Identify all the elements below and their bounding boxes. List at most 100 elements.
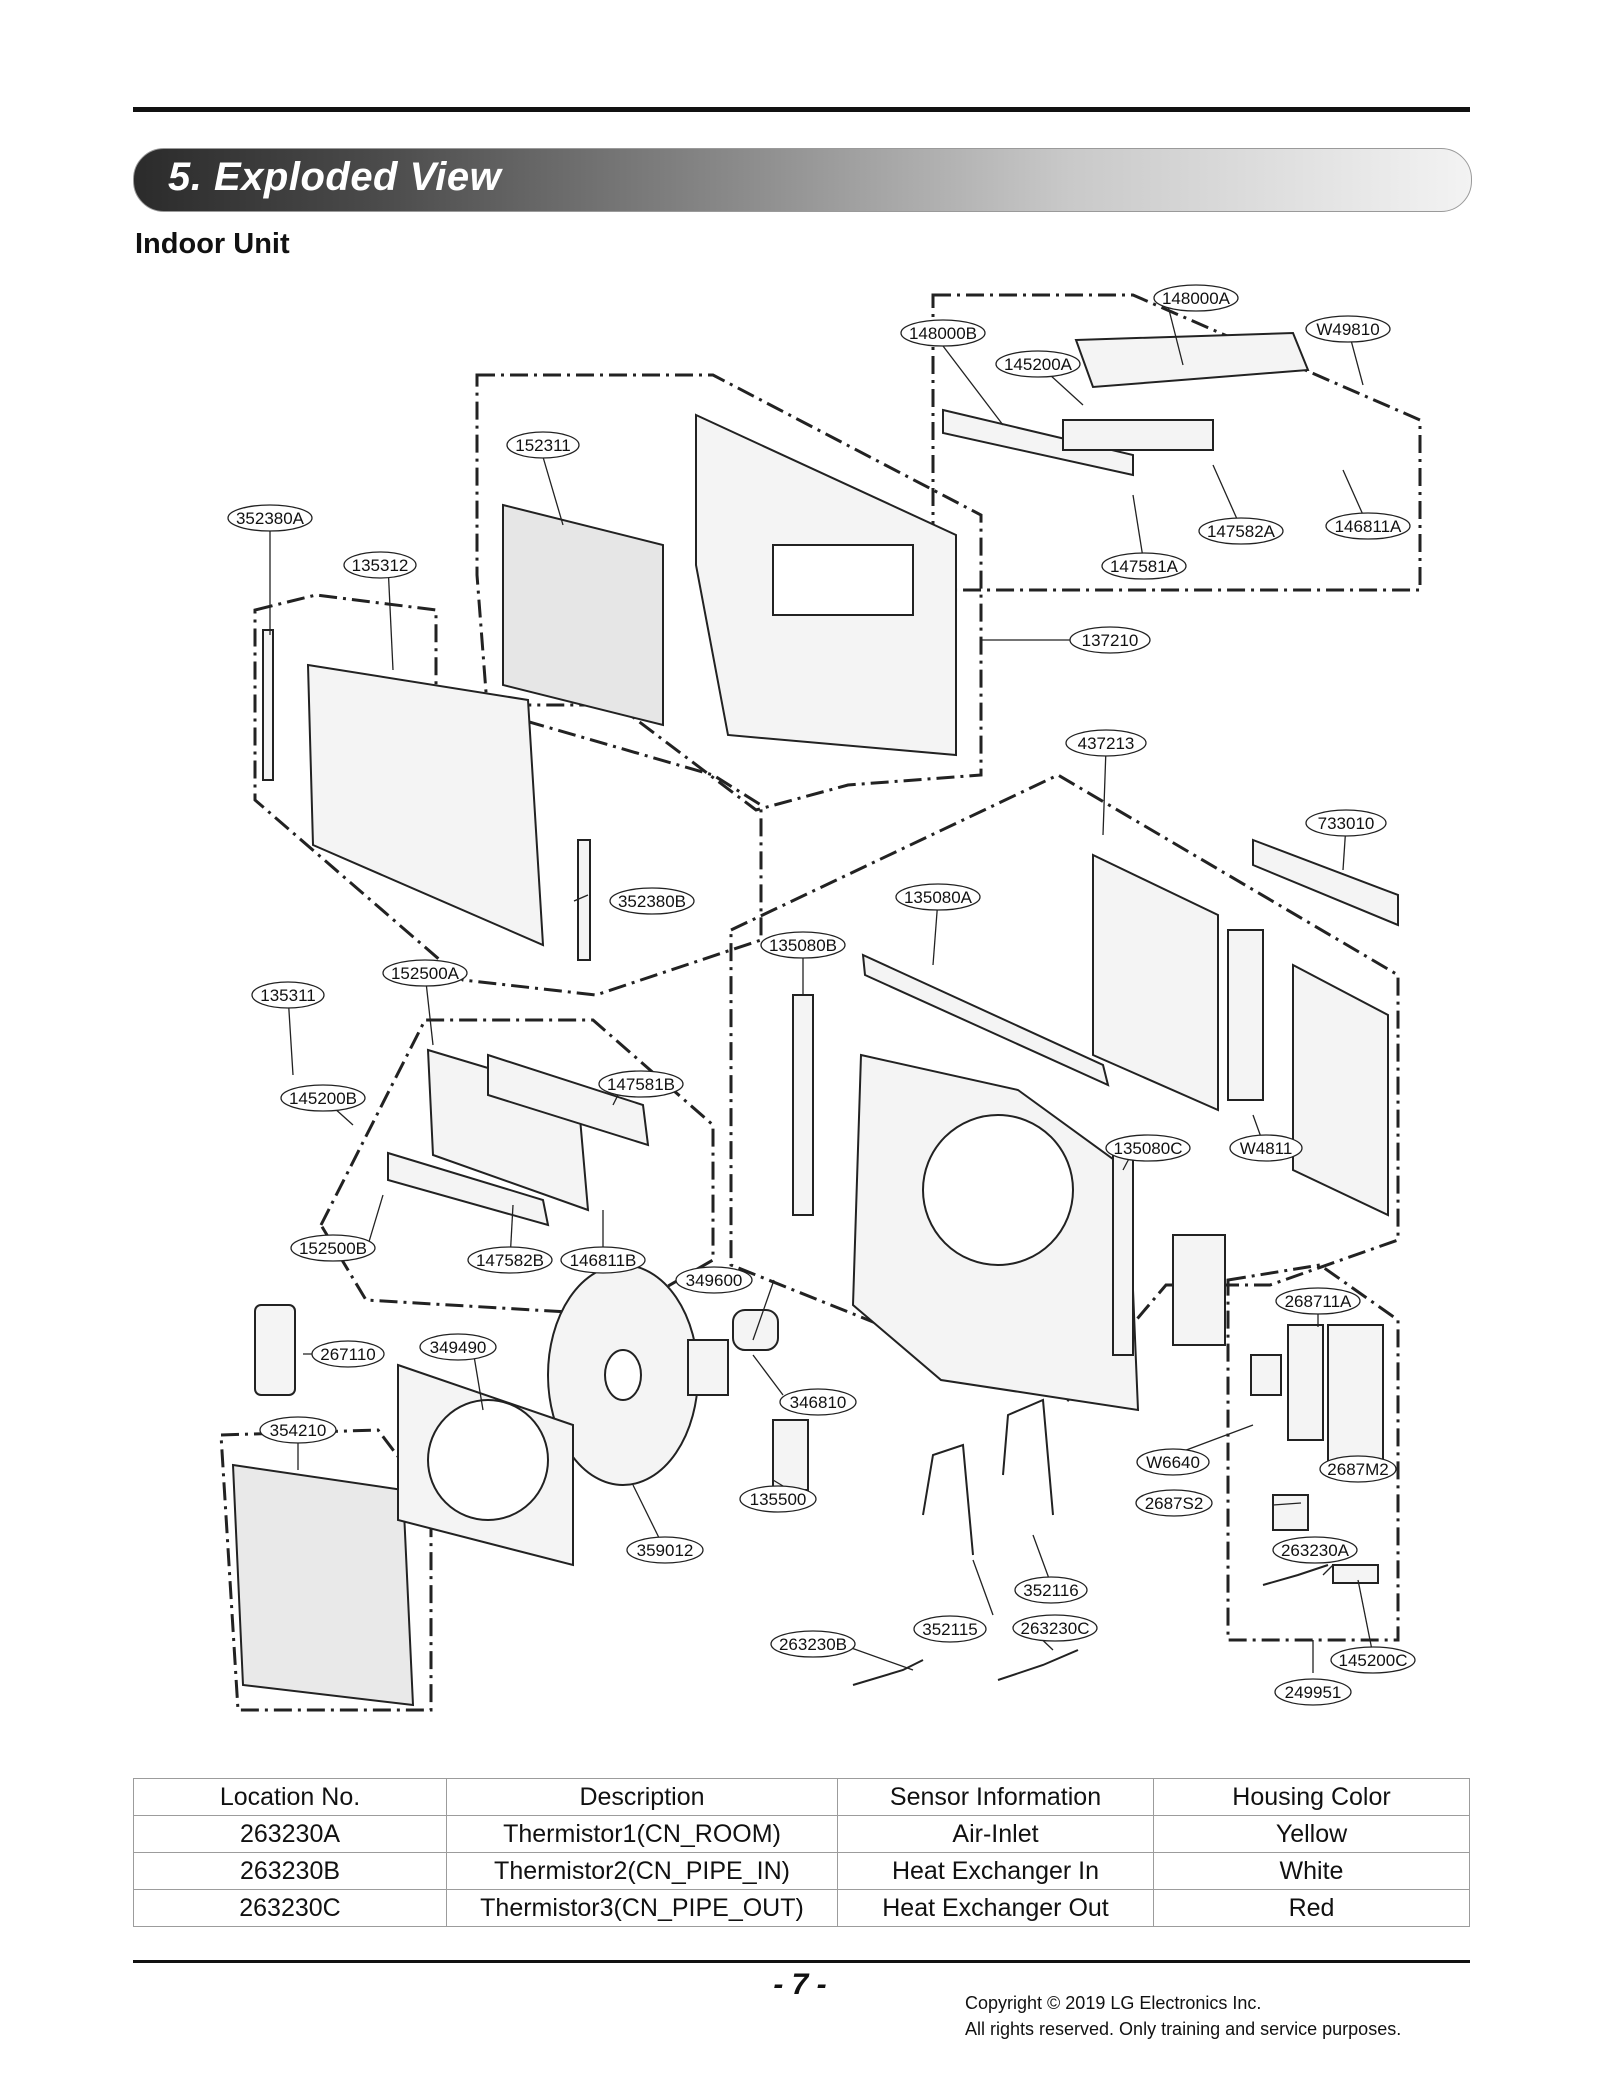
- callout-146811B: 146811B: [560, 1246, 646, 1274]
- callout-label: 249951: [1285, 1683, 1342, 1702]
- callout-135500: 135500: [739, 1485, 817, 1513]
- group-boundary-top-right: [931, 293, 1422, 592]
- callout-349490: 349490: [419, 1333, 497, 1361]
- callout-label: 263230C: [1020, 1619, 1089, 1638]
- grille-window-part: [772, 544, 914, 616]
- group-boundary-heat-exchanger: [219, 1428, 433, 1712]
- callout-label: 152311: [515, 436, 570, 455]
- callout-label: 135312: [352, 556, 409, 575]
- fan-guard-ring-part: [427, 1399, 549, 1521]
- cell-description: Thermistor1(CN_ROOM): [446, 1815, 838, 1853]
- cell-location-no: 263230C: [133, 1889, 447, 1927]
- header-location-no: Location No.: [133, 1778, 447, 1816]
- callout-label: 152500A: [391, 964, 460, 983]
- copyright-line-2: All rights reserved. Only training and s…: [965, 2019, 1402, 2039]
- duct-part: [1292, 963, 1389, 1217]
- callout-359012: 359012: [626, 1536, 704, 1564]
- side-plate-part: [1092, 853, 1219, 1112]
- callout-145200B: 145200B: [280, 1084, 366, 1112]
- callout-label: 146811A: [1335, 517, 1402, 536]
- callout-label: 346810: [790, 1393, 847, 1412]
- callout-label: 2687S2: [1145, 1494, 1204, 1513]
- callout-label: 147582B: [476, 1251, 544, 1270]
- callout-label: 145200B: [289, 1089, 357, 1108]
- callout-label: 352380B: [618, 892, 686, 911]
- group-boundary-control-box: [1226, 1263, 1400, 1642]
- sensor-table: Location No. Description Sensor Informat…: [133, 1778, 1470, 1927]
- fan-opening-part: [922, 1114, 1074, 1266]
- callout-352380B: 352380B: [609, 887, 695, 915]
- table-row: 263230B Thermistor2(CN_PIPE_IN) Heat Exc…: [133, 1852, 1470, 1890]
- callout-label: 352380A: [236, 509, 305, 528]
- callout-label: 135311: [260, 986, 315, 1005]
- callout-label: 135500: [750, 1490, 807, 1509]
- section-banner: 5. Exploded View: [133, 148, 1472, 212]
- callout-label: 145200A: [1004, 355, 1073, 374]
- callout-135080C: 135080C: [1105, 1134, 1191, 1162]
- callout-W4811: W4811: [1229, 1134, 1303, 1162]
- copyright-line-1: Copyright © 2019 LG Electronics Inc.: [965, 1993, 1262, 2013]
- callout-249951: 249951: [1274, 1678, 1352, 1706]
- callout-145200C: 145200C: [1330, 1646, 1416, 1674]
- thermistor-holder-part: [1332, 1564, 1379, 1584]
- callout-148000A: 148000A: [1153, 284, 1239, 312]
- top-rule: [133, 107, 1470, 112]
- side-strip-right-part: [577, 839, 591, 961]
- callout-label: 263230B: [779, 1635, 847, 1654]
- thermistor-wire-b-part: [852, 1659, 924, 1686]
- group-boundary-vane-assembly: [319, 1018, 715, 1317]
- callout-135312: 135312: [343, 551, 417, 579]
- pcb-sub-part: [1287, 1324, 1324, 1441]
- cell-location-no: 263230B: [133, 1852, 447, 1890]
- table-row: 263230A Thermistor1(CN_ROOM) Air-Inlet Y…: [133, 1815, 1470, 1853]
- callout-147582A: 147582A: [1198, 517, 1284, 545]
- table-header-row: Location No. Description Sensor Informat…: [133, 1778, 1470, 1816]
- callout-label: 437213: [1078, 734, 1135, 753]
- callout-label: 148000B: [909, 324, 977, 343]
- callouts: 148000A 148000B W49810 145200A 147582A 1…: [227, 284, 1416, 1706]
- bottom-rule: [133, 1960, 1470, 1963]
- callout-354210: 354210: [259, 1416, 337, 1444]
- callout-268711A: 268711A: [1275, 1287, 1361, 1315]
- callout-346810: 346810: [779, 1388, 857, 1416]
- callout-137210: 137210: [1069, 626, 1151, 654]
- mounting-plate-part: [1252, 838, 1399, 927]
- group-boundary-front-panel: [253, 593, 763, 997]
- header-sensor-information: Sensor Information: [837, 1778, 1154, 1816]
- display-board-part: [1272, 1494, 1309, 1531]
- cell-description: Thermistor2(CN_PIPE_IN): [446, 1852, 838, 1890]
- lower-vane-part: [387, 1151, 550, 1227]
- heat-exchanger-part: [231, 1463, 415, 1707]
- callout-352380A: 352380A: [227, 504, 313, 532]
- callout-152500A: 152500A: [382, 959, 468, 987]
- cell-sensor-information: Heat Exchanger Out: [837, 1889, 1154, 1927]
- cell-description: Thermistor3(CN_PIPE_OUT): [446, 1889, 838, 1927]
- cell-sensor-information: Heat Exchanger In: [837, 1852, 1154, 1890]
- callout-label: 349490: [430, 1338, 487, 1357]
- callout-label: 267110: [320, 1345, 375, 1364]
- right-rail-part: [1112, 1154, 1134, 1356]
- callout-263230A: 263230A: [1272, 1536, 1358, 1564]
- callout-label: 152500B: [299, 1239, 367, 1258]
- front-panel-part: [306, 663, 545, 947]
- table-row: 263230C Thermistor3(CN_PIPE_OUT) Heat Ex…: [133, 1889, 1470, 1927]
- callout-label: W4811: [1240, 1139, 1293, 1158]
- callout-2687S2: 2687S2: [1135, 1489, 1213, 1517]
- group-boundary-front-grille: [475, 373, 983, 812]
- section-title: 5. Exploded View: [168, 155, 502, 199]
- callout-label: W6640: [1146, 1453, 1200, 1472]
- motor-mount-part: [687, 1339, 729, 1396]
- callout-152311: 152311: [506, 431, 580, 459]
- header-housing-color: Housing Color: [1153, 1778, 1470, 1816]
- callout-label: 268711A: [1285, 1292, 1352, 1311]
- header-description: Description: [446, 1778, 838, 1816]
- callout-135080B: 135080B: [760, 931, 846, 959]
- filter-part: [502, 503, 664, 727]
- side-strip-left-part: [262, 629, 274, 781]
- callout-label: 135080B: [769, 936, 837, 955]
- callout-label: 733010: [1318, 814, 1375, 833]
- callout-267110: 267110: [311, 1340, 385, 1368]
- cell-housing-color: Yellow: [1153, 1815, 1470, 1853]
- vane-guide-part: [1074, 331, 1310, 389]
- callout-146811A: 146811A: [1325, 512, 1411, 540]
